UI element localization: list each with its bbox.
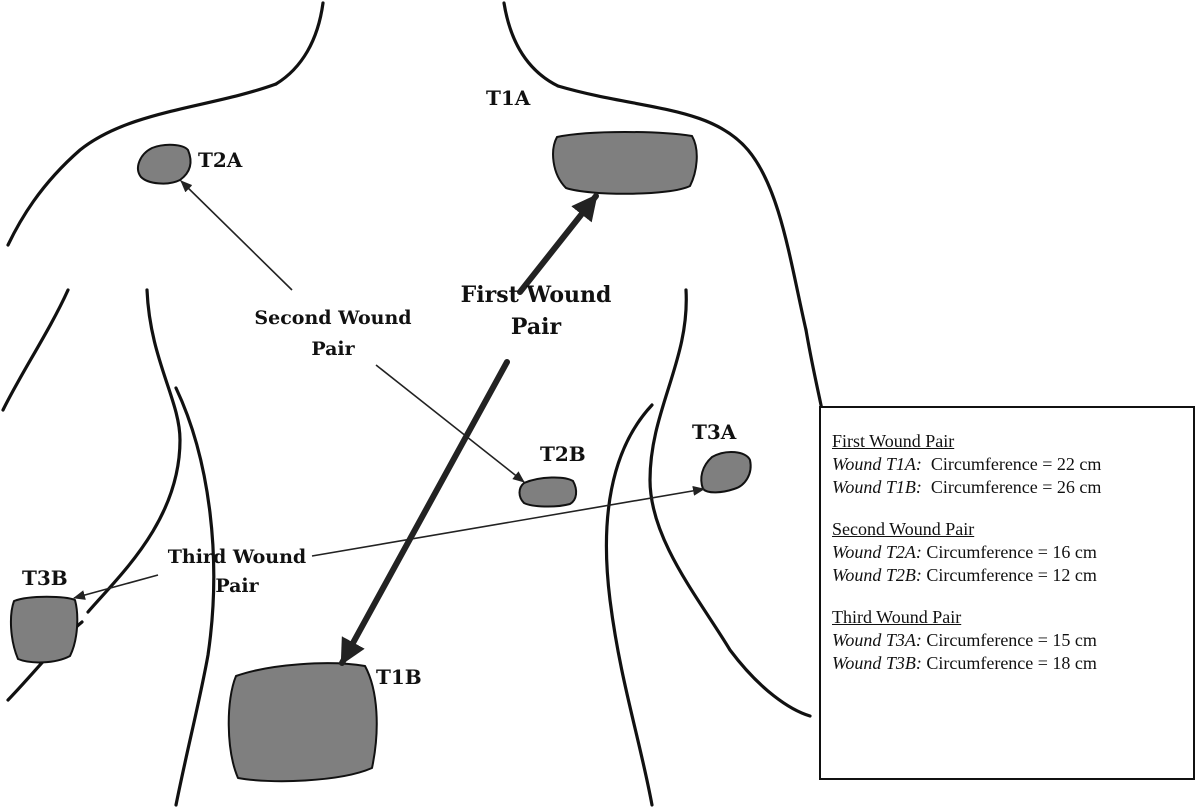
legend-row: Wound T1A: Circumference = 22 cm bbox=[832, 453, 1193, 476]
right-inner-arm-line bbox=[650, 290, 810, 716]
wound-t1b-shape bbox=[229, 663, 377, 781]
legend-value: Circumference = 22 cm bbox=[931, 454, 1102, 474]
legend-wound-name: Wound T3A: bbox=[832, 630, 922, 650]
wound-t2a-shape bbox=[138, 145, 191, 184]
legend-row: Wound T2B: Circumference = 12 cm bbox=[832, 564, 1193, 587]
legend-wound-name: Wound T2A: bbox=[832, 542, 922, 562]
second-pair-arrow-t2a bbox=[181, 181, 292, 290]
left-outer-arm-line bbox=[3, 290, 68, 410]
first-pair-label-line2: Pair bbox=[511, 314, 562, 340]
wound-t1a-shape bbox=[553, 132, 697, 194]
wound-t3b-shape bbox=[11, 597, 77, 663]
first-pair-arrow-up bbox=[520, 196, 596, 292]
label-t3b: T3B bbox=[22, 566, 68, 590]
right-outer-arm-line bbox=[806, 330, 822, 410]
label-t3a: T3A bbox=[692, 420, 737, 444]
legend-box: First Wound Pair Wound T1A: Circumferenc… bbox=[819, 406, 1195, 780]
third-pair-label-line1: Third Wound bbox=[168, 546, 306, 568]
legend-row: Wound T3B: Circumference = 18 cm bbox=[832, 652, 1193, 675]
first-pair-label-line1: First Wound bbox=[461, 282, 612, 308]
second-pair-label-line2: Pair bbox=[311, 338, 355, 360]
label-t2a: T2A bbox=[198, 148, 243, 172]
right-torso-line bbox=[606, 405, 652, 805]
legend-group-first: First Wound Pair Wound T1A: Circumferenc… bbox=[832, 430, 1193, 499]
wound-t3a-shape bbox=[701, 452, 750, 492]
legend-row: Wound T2A: Circumference = 16 cm bbox=[832, 541, 1193, 564]
legend-value: Circumference = 16 cm bbox=[926, 542, 1097, 562]
legend-wound-name: Wound T2B: bbox=[832, 565, 922, 585]
legend-value: Circumference = 12 cm bbox=[926, 565, 1097, 585]
third-pair-label-line2: Pair bbox=[215, 575, 259, 597]
wound-t2b-shape bbox=[520, 477, 577, 506]
legend-value: Circumference = 15 cm bbox=[926, 630, 1097, 650]
neck-right-line bbox=[504, 3, 558, 86]
label-t1a: T1A bbox=[486, 86, 531, 110]
legend-title: Third Wound Pair bbox=[832, 606, 1193, 629]
legend-value: Circumference = 26 cm bbox=[931, 477, 1102, 497]
legend-value: Circumference = 18 cm bbox=[926, 653, 1097, 673]
first-pair-arrow-down bbox=[342, 362, 507, 663]
label-t2b: T2B bbox=[540, 442, 586, 466]
neck-left-line bbox=[276, 3, 323, 84]
left-inner-arm-line bbox=[88, 290, 180, 612]
legend-wound-name: Wound T3B: bbox=[832, 653, 922, 673]
legend-row: Wound T3A: Circumference = 15 cm bbox=[832, 629, 1193, 652]
second-pair-label-line1: Second Wound bbox=[254, 307, 411, 329]
legend-title: Second Wound Pair bbox=[832, 518, 1193, 541]
left-torso-line bbox=[176, 388, 214, 805]
legend-group-third: Third Wound Pair Wound T3A: Circumferenc… bbox=[832, 606, 1193, 675]
label-t1b: T1B bbox=[376, 665, 422, 689]
legend-group-second: Second Wound Pair Wound T2A: Circumferen… bbox=[832, 518, 1193, 587]
legend-title: First Wound Pair bbox=[832, 430, 1193, 453]
legend-row: Wound T1B: Circumference = 26 cm bbox=[832, 476, 1193, 499]
third-pair-arrow-t3a bbox=[312, 489, 704, 556]
legend-wound-name: Wound T1B: bbox=[832, 477, 922, 497]
legend-wound-name: Wound T1A: bbox=[832, 454, 922, 474]
